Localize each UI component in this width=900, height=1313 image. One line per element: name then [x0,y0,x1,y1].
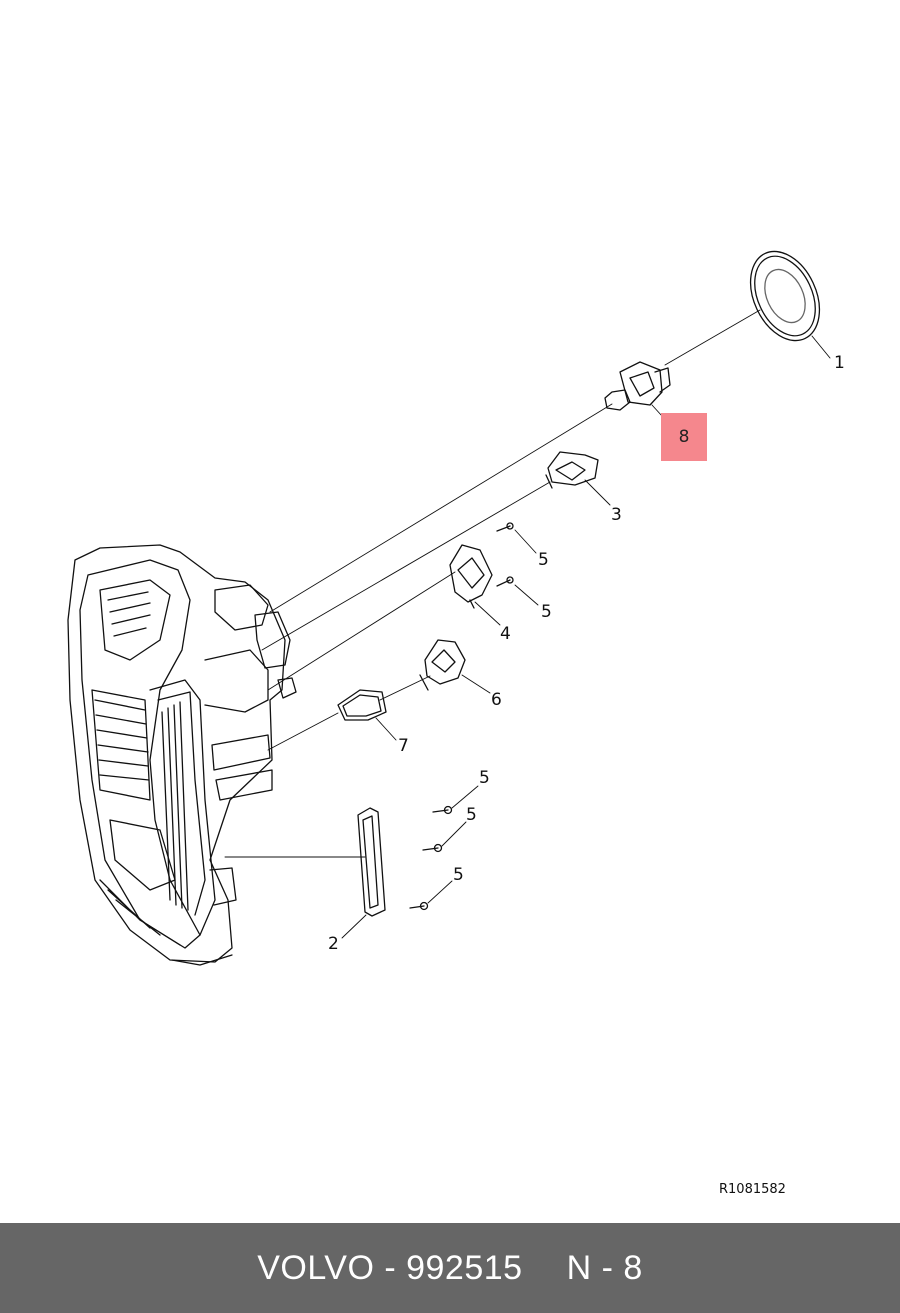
headlamp-housing-drawing [67,544,297,966]
socket-drawing [419,639,466,691]
callout-4: 4 [500,624,511,644]
callout-2: 2 [328,934,339,954]
callout-5-second: 5 [541,602,552,622]
callout-6: 6 [491,690,502,710]
parts-exploded-diagram [67,250,831,966]
callout-1: 1 [834,353,845,373]
brand-part-number: VOLVO - 992515 [257,1248,523,1287]
callout-8-highlighted: 8 [661,413,707,461]
cover-cap-drawing [749,250,821,342]
callout-5-lower: 5 [453,865,464,885]
callout-5-third: 5 [479,768,490,788]
control-unit-drawing [357,807,386,917]
drawing-reference-code: R1081582 [719,1182,786,1197]
callout-7: 7 [398,736,409,756]
bulb-holder-drawing [545,451,599,489]
callout-3: 3 [611,505,622,525]
callout-5-fourth: 5 [466,805,477,825]
screws-drawing [409,522,514,911]
leveling-motor-drawing [449,544,493,609]
diagram-position: N - 8 [566,1248,643,1287]
footer-bar: VOLVO - 992515 N - 8 [0,1223,900,1313]
callout-leaders [341,335,831,939]
gasket-drawing [337,689,387,721]
callout-5-upper: 5 [538,550,549,570]
bulb-drawing [604,361,671,411]
assembly-lines [224,309,761,858]
